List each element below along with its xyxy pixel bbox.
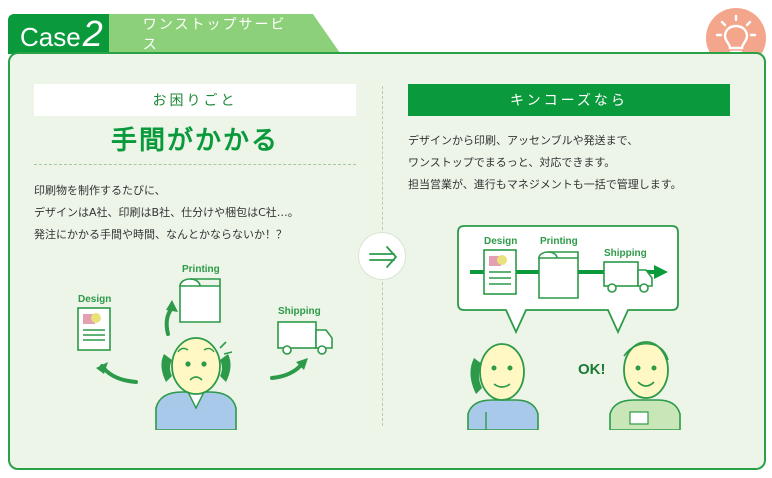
- truck-icon: [603, 261, 653, 293]
- solution-illustration: Design Printing Shipping OK!: [457, 225, 681, 430]
- problem-line-2: デザインはA社、印刷はB社、仕分けや梱包はC社…。: [34, 206, 299, 219]
- solution-label: キンコーズなら: [408, 84, 730, 116]
- case-title-bar: ワンストップサービス: [108, 14, 341, 54]
- document-icon: [483, 249, 517, 295]
- solution-text: デザインから印刷、アッセンブルや発送まで、 ワンストップでまるっと、対応できます…: [408, 130, 748, 196]
- ok-label: OK!: [578, 361, 606, 378]
- phone-icon: [161, 354, 231, 382]
- case-badge: Case 2: [8, 14, 117, 54]
- printing-label-right: Printing: [540, 236, 578, 247]
- case-number: 2: [82, 13, 103, 54]
- shipping-label-right: Shipping: [604, 248, 647, 259]
- paper-roll-icon: [538, 251, 579, 299]
- case-title: ワンストップサービス: [142, 17, 287, 53]
- problem-illustration: Design Printing Shipping: [77, 264, 333, 430]
- solution-line-3: 担当営業が、進行もマネジメントも一括で管理します。: [408, 178, 682, 191]
- problem-text: 印刷物を制作するたびに、 デザインはA社、印刷はB社、仕分けや梱包はC社…。 発…: [34, 180, 374, 246]
- printing-label-left: Printing: [182, 264, 220, 275]
- arrow-right-icon: [369, 246, 398, 268]
- problem-label: お困りごと: [34, 84, 356, 116]
- problem-line-3: 発注にかかる手間や時間、なんとかならないか！？: [34, 228, 287, 241]
- solution-line-1: デザインから印刷、アッセンブルや発送まで、: [408, 134, 639, 147]
- problem-line-1: 印刷物を制作するたびに、: [34, 184, 166, 197]
- customer-person: [467, 343, 539, 430]
- staff-person: [609, 341, 681, 430]
- document-icon: [77, 307, 111, 351]
- design-label-right: Design: [484, 236, 517, 247]
- workflow-arrow-head: [654, 265, 668, 279]
- case-word: Case: [20, 22, 81, 52]
- flow-arrow: [358, 232, 406, 280]
- design-label-left: Design: [78, 294, 111, 305]
- phone-icon: [470, 358, 482, 394]
- truck-icon: [277, 321, 333, 355]
- problem-title: 手間がかかる: [110, 126, 279, 156]
- problem-separator: [34, 164, 356, 165]
- paper-roll-icon: [179, 278, 221, 323]
- arrow-heads: [96, 300, 308, 374]
- case-header: Case 2 ワンストップサービス: [8, 14, 341, 54]
- solution-line-2: ワンストップでまるっと、対応できます。: [408, 156, 616, 169]
- worried-person: [155, 337, 237, 430]
- shipping-label-left: Shipping: [278, 306, 321, 317]
